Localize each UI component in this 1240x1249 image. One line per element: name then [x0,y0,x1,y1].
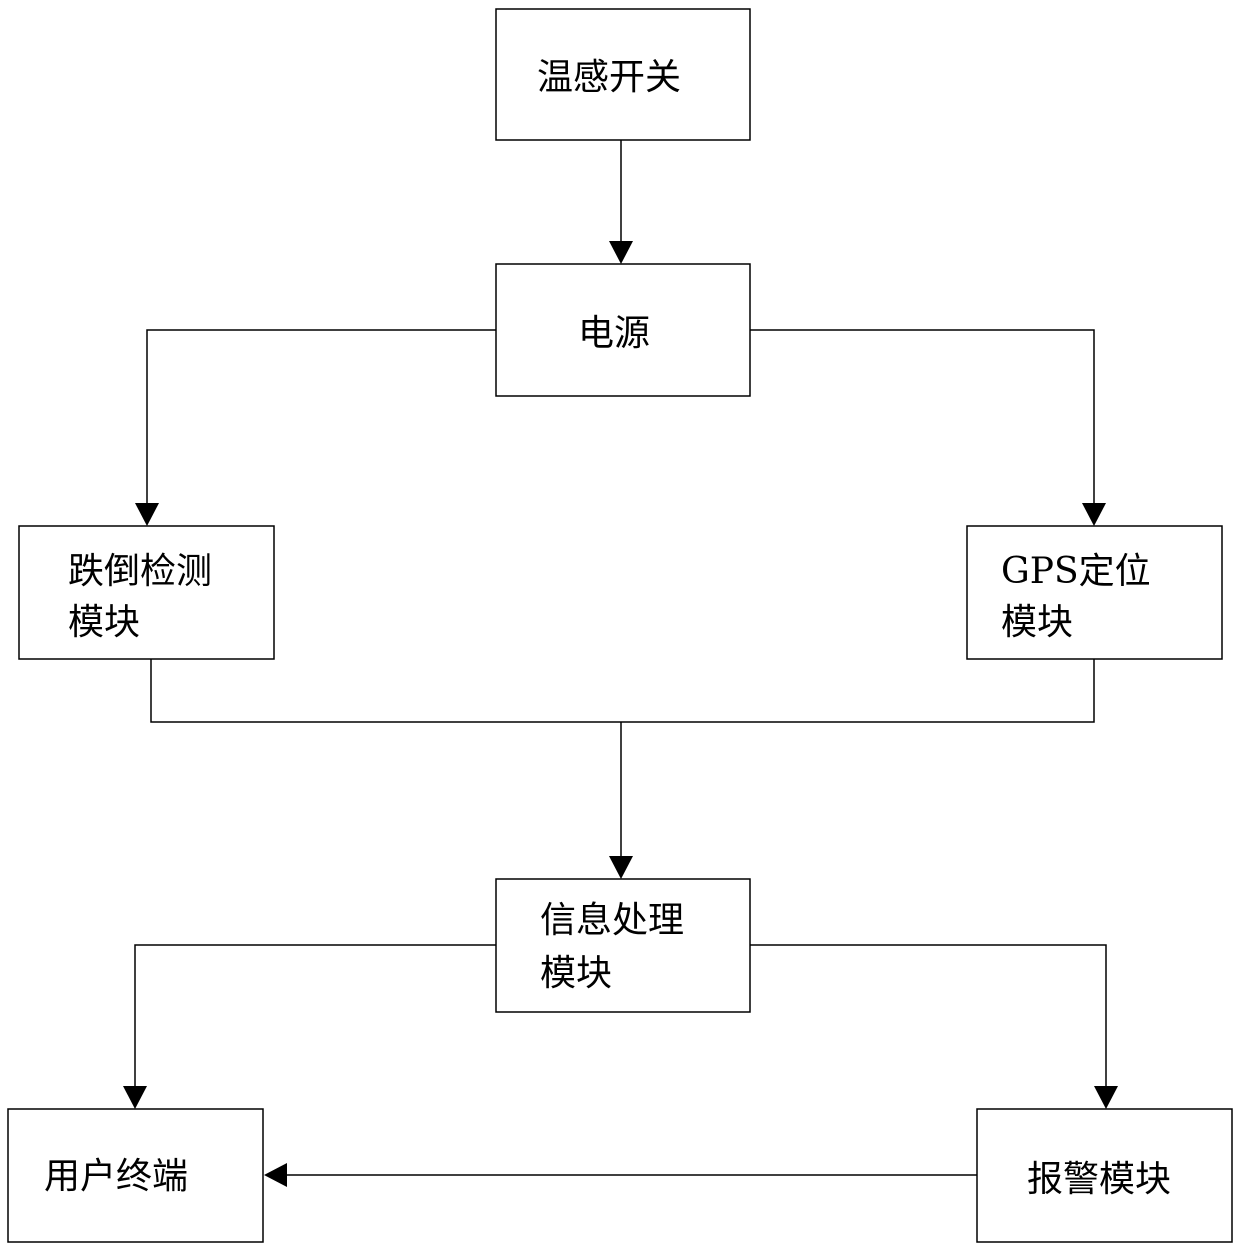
node-label-line-2: 模块 [540,953,612,994]
arrowhead [1094,1086,1118,1109]
edge-info-proc-to-user-terminal [123,945,496,1109]
node-power-supply: 电源 [496,264,750,396]
node-label: 用户终端 [44,1156,188,1197]
edge-modules-merge-to-info-proc [151,659,1094,879]
node-label-line-2: 模块 [1001,602,1073,643]
arrowhead [1082,503,1106,526]
node-label-line-2: 模块 [68,602,140,643]
arrowhead [609,856,633,879]
node-label: 报警模块 [1027,1159,1171,1200]
arrowhead [264,1163,287,1187]
node-gps-module: GPS定位 模块 [967,526,1222,659]
edge-info-proc-to-alarm [750,945,1118,1109]
node-alarm-module: 报警模块 [977,1109,1232,1242]
node-label: 温感开关 [537,57,681,98]
edge-alarm-to-user-terminal [264,1163,977,1187]
node-information-processing-module: 信息处理 模块 [496,879,750,1012]
arrowhead [609,241,633,264]
node-fall-detection-module: 跌倒检测 模块 [19,526,274,659]
node-label-line-1: 跌倒检测 [68,551,212,592]
arrowhead [135,503,159,526]
node-label-line-1: GPS定位 [1001,551,1151,592]
edge-power-to-fall-detect [135,330,496,526]
node-user-terminal: 用户终端 [8,1109,263,1242]
node-label-line-1: 信息处理 [540,900,684,941]
arrowhead [123,1086,147,1109]
node-temperature-switch: 温感开关 [496,9,750,140]
edge-temp-switch-to-power [609,140,633,264]
node-label: 电源 [578,313,650,354]
edge-power-to-gps [750,330,1106,526]
